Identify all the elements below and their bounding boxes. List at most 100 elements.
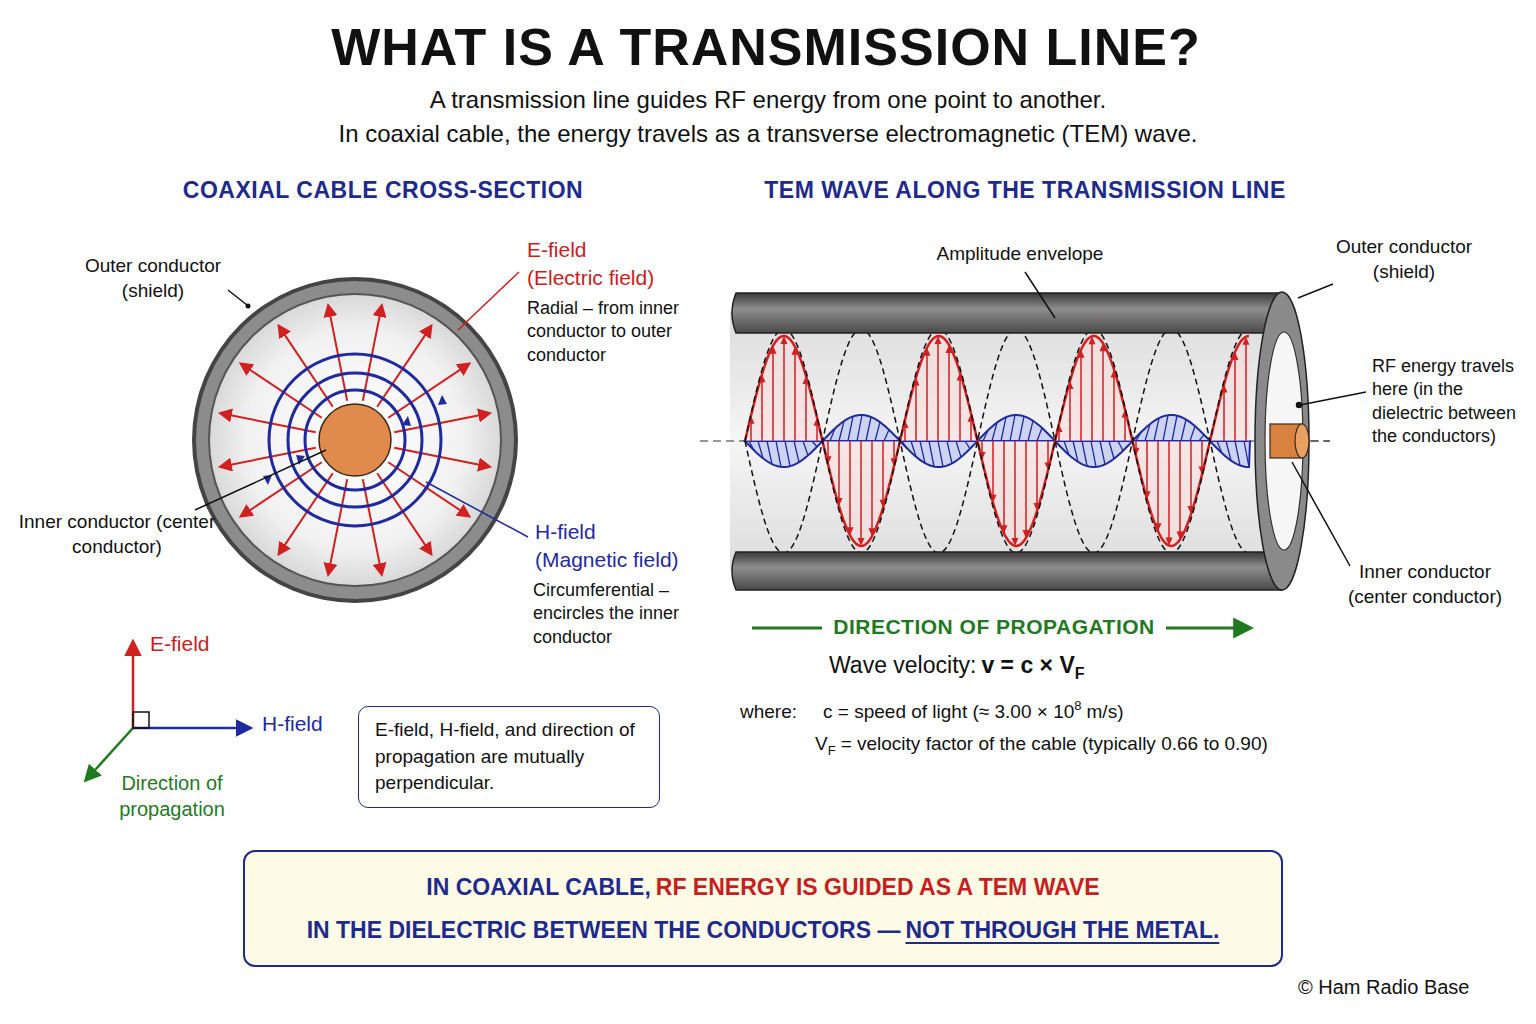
e-field-vector: [1014, 441, 1016, 540]
label-row: Direction of propagation: [97, 770, 247, 822]
leader-lines: [426, 482, 528, 537]
label-row: H-field: [535, 518, 596, 545]
coax-cylinder: [732, 552, 1282, 590]
leader-lines: [1300, 392, 1366, 405]
formula-text: V: [815, 733, 828, 754]
h-field-hatch: [1064, 441, 1069, 455]
coax-cross-section: [192, 277, 518, 603]
tem-wave: [745, 329, 1250, 553]
callout-label: Outer conductor (shield): [85, 255, 221, 301]
coax-cross-section: [319, 404, 391, 476]
e-field-vector: [1234, 358, 1236, 441]
formula-text: Wave velocity:: [829, 652, 976, 678]
label-row: Inner conductor (center conductor): [17, 510, 217, 559]
field-name: E-field: [527, 238, 587, 261]
leader-lines: [246, 304, 251, 309]
h-field-hatch: [929, 441, 934, 467]
h-field-hatch: [1190, 426, 1195, 441]
propagation-arrow: [752, 627, 822, 630]
field-name: (Electric field): [527, 266, 654, 289]
e-field-vector: [937, 342, 939, 441]
h-field-hatch: [884, 430, 889, 441]
formula-text: m/s): [1087, 701, 1124, 722]
label-row: (Magnetic field): [535, 546, 679, 573]
e-field-vector: [1190, 441, 1192, 508]
label-row: (Electric field): [527, 264, 654, 291]
e-field-vector: [1036, 441, 1038, 505]
h-field-hatch: [1163, 415, 1168, 441]
e-field-vector: [882, 441, 884, 502]
e-field-vector: [827, 441, 829, 458]
label-row: RF energy travels here (in the dielectri…: [1372, 355, 1524, 449]
formula-text: = velocity factor of the cable (typicall…: [841, 733, 1268, 754]
e-field-vector: [970, 420, 972, 441]
h-field-hatch: [1028, 421, 1033, 441]
e-field-vector: [860, 441, 862, 540]
label-row: VF= velocity factor of the cable (typica…: [815, 732, 1268, 757]
leader-lines: [228, 290, 247, 305]
coax-cylinder: [700, 292, 1330, 590]
title-row: WHAT IS A TRANSMISSION LINE?: [0, 14, 1534, 82]
coax-cross-section: [305, 390, 405, 490]
e-field-vector: [948, 351, 950, 441]
e-field-fill: [745, 336, 1250, 546]
h-field-hatch: [1019, 416, 1024, 441]
e-field-vector: [1223, 391, 1225, 441]
formula-text: c = speed of light (≈ 3.00 × 10: [823, 701, 1074, 722]
e-field-vector: [1124, 416, 1126, 441]
e-field-vector: [904, 426, 906, 441]
e-field-vector: [750, 422, 752, 441]
subtitle: In coaxial cable, the energy travels as …: [338, 120, 1197, 147]
h-field-hatch: [1217, 441, 1222, 453]
field-name: (Magnetic field): [535, 548, 679, 571]
leader-lines: [195, 272, 528, 537]
e-field-vector: [959, 379, 961, 441]
axis-triad: [86, 642, 250, 780]
leader-lines: [458, 272, 519, 330]
e-field-vector: [926, 354, 928, 441]
leader-lines: [1297, 403, 1302, 408]
propagation-label: DIRECTION OF PROPAGATION: [833, 615, 1155, 638]
label-row: H-field: [262, 710, 323, 737]
callout-label: Circumferential – encircles the inner co…: [533, 580, 679, 647]
amplitude-envelope: [745, 329, 1249, 553]
label-row: TEM WAVE ALONG THE TRANSMISSION LINE: [705, 176, 1345, 206]
e-field-vector: [1091, 342, 1093, 441]
h-field-hatch: [848, 416, 853, 441]
e-field-vector: [1025, 441, 1027, 532]
copyright: © Ham Radio Base: [1298, 976, 1469, 998]
e-field-vector: [772, 352, 774, 441]
axis-triad: [133, 712, 149, 728]
h-field-hatch: [1226, 441, 1231, 461]
callout-label: RF energy travels here (in the dielectri…: [1372, 356, 1516, 446]
h-field-hatch: [1172, 416, 1177, 441]
e-field-vector: [1146, 441, 1148, 493]
coax-cross-section: [402, 416, 411, 426]
e-field-vector: [992, 441, 994, 497]
e-field-vector: [1069, 387, 1071, 441]
e-field-vector: [1080, 356, 1082, 441]
box-text: IN COAXIAL CABLE,: [426, 874, 650, 900]
label-row: E-field: [527, 236, 587, 263]
summary-box: IN COAXIAL CABLE,RF ENERGY IS GUIDED AS …: [243, 850, 1283, 967]
box-text: E-field, H-field, and direction of propa…: [375, 719, 635, 793]
label-row: A transmission line guides RF energy fro…: [118, 84, 1418, 115]
leader-lines: [1025, 272, 1366, 566]
propagation-arrow: [1166, 627, 1250, 630]
coax-cylinder: [1295, 424, 1309, 458]
callout-label: Amplitude envelope: [937, 243, 1104, 264]
e-field-arrows: [221, 306, 490, 575]
box-text: IN THE DIELECTRIC BETWEEN THE CONDUCTORS…: [307, 917, 901, 943]
e-field-vector: [849, 441, 851, 529]
leader-lines: [195, 450, 326, 510]
h-field-hatch: [1235, 441, 1240, 465]
h-field-hatch: [866, 417, 871, 441]
h-field-hatch: [992, 423, 997, 442]
note-box: E-field, H-field, and direction of propa…: [358, 706, 660, 808]
h-field-hatch: [1199, 435, 1204, 441]
title: WHAT IS A TRANSMISSION LINE?: [331, 18, 1201, 76]
coax-cross-section: [438, 395, 447, 405]
e-field-vector: [1245, 343, 1247, 441]
label-row: Wave velocity:v = c × VF: [829, 651, 1085, 681]
e-field-vector: [1047, 441, 1049, 464]
